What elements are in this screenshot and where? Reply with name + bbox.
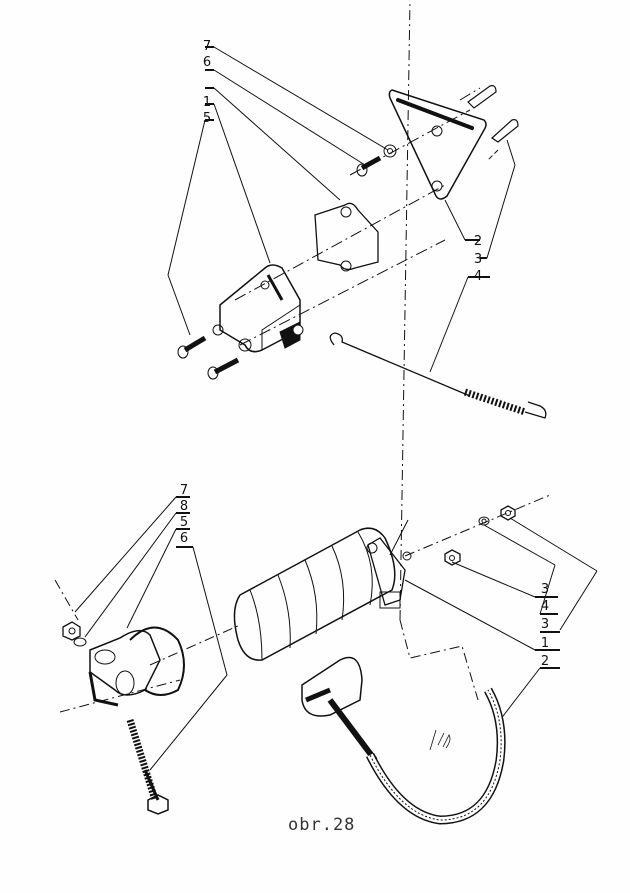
callout-top-1: 1	[202, 95, 212, 110]
figure-caption: obr.28	[288, 815, 356, 835]
callout-bottom-2: 2	[540, 654, 550, 669]
callout-top-3: 3	[473, 252, 483, 267]
callout-top-5: 5	[202, 111, 212, 126]
callout-bottom-5: 5	[179, 515, 189, 530]
callout-bottom-3a: 3	[540, 582, 550, 597]
callout-top-2: 2	[473, 234, 483, 249]
callout-bottom-6: 6	[179, 531, 189, 546]
callout-bottom-8: 8	[179, 499, 189, 514]
callout-bottom-7: 7	[179, 483, 189, 498]
callout-bottom-4: 4	[540, 599, 550, 614]
callout-bottom-3b: 3	[540, 617, 550, 632]
callout-top-7: 7	[202, 39, 212, 54]
callout-top-4: 4	[473, 269, 483, 284]
callout-bottom-1: 1	[540, 636, 550, 651]
callout-top-6: 6	[202, 55, 212, 70]
